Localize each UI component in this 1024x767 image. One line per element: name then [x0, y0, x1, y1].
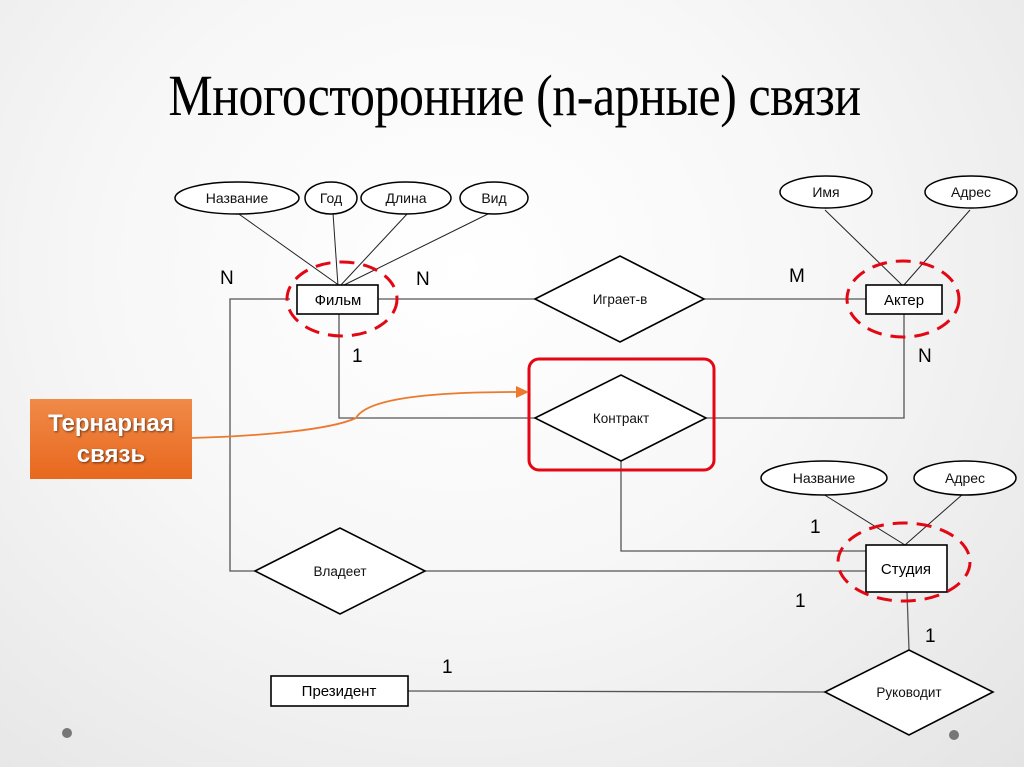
- entity-label: Президент: [302, 683, 377, 700]
- arrowhead-icon: [516, 386, 529, 398]
- slide-title: Многосторонние (n-арные) связи: [168, 63, 861, 128]
- attr-line-studio-title: [822, 493, 906, 546]
- attr-line-studio-address: [904, 493, 964, 546]
- attribute-label: Длина: [386, 190, 427, 206]
- attr-line-film-year: [332, 212, 339, 287]
- attr-line-actor-address: [902, 209, 971, 287]
- entity-studio: Студия: [865, 544, 948, 593]
- line-contract-studio: [620, 461, 866, 552]
- highlight-ellipse-studio: [836, 521, 972, 603]
- relationship-plays-in: Играет-в: [533, 255, 706, 343]
- highlight-ellipse-film: [285, 260, 399, 338]
- attribute-label: Адрес: [951, 184, 991, 200]
- cardinality-film-owns: N: [220, 268, 234, 289]
- entity-president: Президент: [270, 675, 409, 707]
- entity-label: Студия: [881, 561, 931, 578]
- attribute-film-kind: Вид: [459, 181, 529, 215]
- relationship-label: Владеет: [313, 564, 366, 579]
- relationship-label: Руководит: [876, 685, 941, 700]
- cardinality-studio-manages: 1: [925, 626, 936, 647]
- attr-line-film-kind: [341, 212, 491, 287]
- cardinality-film-plays: N: [416, 269, 430, 290]
- entities: Фильм Актер Студия Президент: [270, 284, 948, 707]
- attribute-actor-name: Имя: [779, 175, 873, 209]
- attribute-film-year: Год: [304, 181, 358, 215]
- callout-arrow: [191, 386, 529, 439]
- attribute-film-length: Длина: [360, 181, 452, 215]
- line-film-contract: [338, 313, 535, 419]
- attribute-label: Название: [793, 470, 856, 486]
- cardinality-film-contract: 1: [352, 346, 363, 367]
- line-president-manages: [407, 690, 826, 693]
- callout-line-2: связь: [76, 441, 146, 468]
- attribute-label: Год: [320, 190, 342, 206]
- cardinality-studio-contract: 1: [810, 517, 821, 538]
- callout-line-1: Тернарная: [48, 410, 174, 437]
- cardinality-actor-plays: M: [789, 266, 805, 287]
- highlight-ellipse-actor: [845, 259, 961, 339]
- line-film-owns: [229, 298, 290, 572]
- nav-dot-left-icon: [62, 728, 72, 738]
- attribute-film-title: Название: [174, 181, 300, 215]
- cardinality-president-manages: 1: [442, 657, 453, 678]
- relationship-contract: Контракт: [533, 374, 708, 462]
- attribute-label: Название: [206, 190, 269, 206]
- attributes: Название Год Длина Вид Имя Адрес Названи…: [174, 175, 1018, 496]
- nav-dot-right-icon: [949, 730, 959, 740]
- attribute-label: Имя: [812, 184, 839, 200]
- cardinality-labels: N N M 1 N 1 1 1 1: [220, 266, 936, 678]
- attribute-actor-address: Адрес: [924, 175, 1018, 209]
- relationship-manages: Руководит: [823, 649, 995, 736]
- relationship-owns: Владеет: [253, 527, 427, 615]
- attribute-studio-title: Название: [760, 460, 888, 496]
- attribute-label: Вид: [481, 190, 506, 206]
- entity-film: Фильм: [296, 284, 379, 315]
- relationships: Играет-в Контракт Владеет Руководит: [253, 255, 995, 736]
- attr-line-film-title: [235, 211, 341, 287]
- line-actor-contract: [704, 313, 905, 419]
- attribute-studio-address: Адрес: [913, 460, 1017, 496]
- entity-actor: Актер: [865, 284, 943, 315]
- cardinality-studio-owns: 1: [795, 591, 806, 612]
- relationship-label: Играет-в: [593, 292, 648, 307]
- entity-label: Актер: [884, 292, 924, 309]
- attr-line-film-length: [339, 212, 409, 287]
- ternary-relationship-callout: Тернарная связь: [30, 399, 192, 479]
- connectors: [229, 209, 971, 693]
- attribute-label: Адрес: [945, 470, 985, 486]
- relationship-label: Контракт: [593, 411, 649, 426]
- entity-label: Фильм: [315, 292, 362, 309]
- cardinality-actor-contract: N: [918, 346, 932, 367]
- attr-line-actor-name: [824, 209, 904, 287]
- highlight-box-contract: [527, 357, 716, 472]
- callout-arrow-path: [191, 391, 520, 439]
- highlights: [285, 259, 972, 603]
